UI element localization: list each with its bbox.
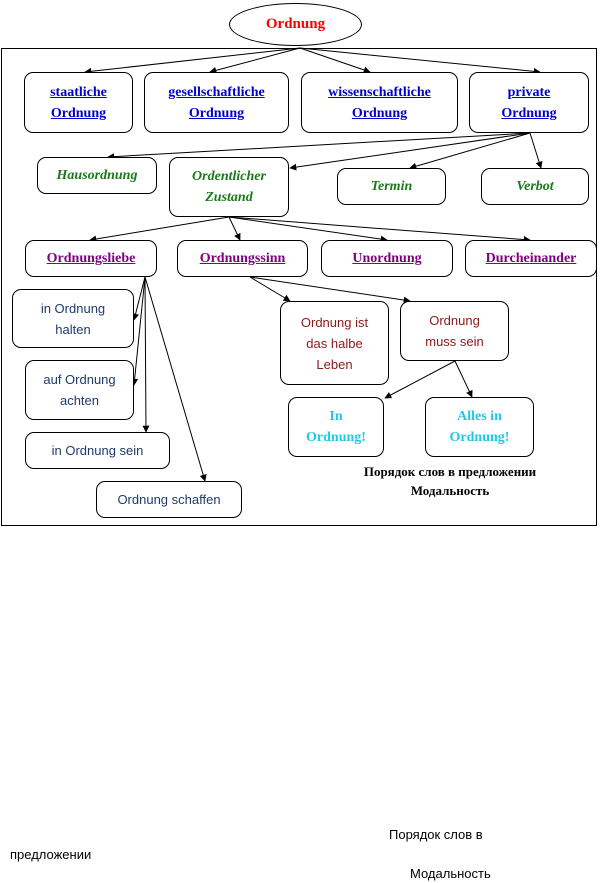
node-verbot: Verbot	[481, 168, 589, 205]
node-label: Ordnung schaffen	[117, 492, 221, 507]
node-label-line2: Ordnung	[50, 105, 107, 121]
node-label: Ordnungssinn	[199, 251, 286, 266]
arrow-zustand-unordnung	[228, 216, 388, 243]
footer-line1b: предложении	[10, 847, 92, 862]
node-label-line2: Zustand	[205, 190, 253, 205]
footer-line1a: Порядок слов в	[389, 827, 483, 842]
node-label-line1: in Ordnung	[40, 300, 106, 316]
node-termin: Termin	[337, 168, 446, 205]
node-label: Termin	[370, 179, 413, 194]
arrow-sinn-muss-sein	[249, 276, 411, 304]
node-label-line1: Ordnung	[429, 313, 480, 328]
node-label: Unordnung	[352, 251, 422, 266]
node-label-line1: staatliche	[50, 84, 107, 100]
arrow-root-private	[299, 47, 541, 75]
arrow-root-wissenschaftliche	[299, 47, 371, 74]
node-label: Verbot	[516, 179, 554, 194]
arrow-zustand-ordnungsliebe	[89, 216, 230, 243]
arrow-zustand-durcheinander	[228, 216, 531, 244]
node-auf-ordnung-achten: auf Ordnung achten	[25, 360, 134, 420]
arrow-private-hausordnung	[107, 132, 531, 161]
node-label-line2: Ordnung!	[306, 430, 366, 445]
arrow-root-gesellschaftliche	[209, 47, 301, 74]
node-label-line2: das halbe	[306, 335, 363, 351]
node-label-line1: gesellschaftliche	[168, 84, 265, 100]
node-label-line2: Ordnung	[188, 105, 245, 121]
node-label: Ordnungsliebe	[46, 251, 136, 266]
arrow-private-verbot	[529, 132, 543, 169]
arrow-sinn-halbe-leben	[249, 276, 291, 302]
arrow-liebe-halten	[132, 276, 146, 321]
node-unordnung[interactable]: Unordnung	[321, 240, 453, 277]
arrow-root-staatliche	[84, 47, 301, 75]
node-label-line2: Ordnung	[501, 105, 557, 121]
arrow-liebe-sein	[142, 276, 150, 433]
arrow-liebe-schaffen	[144, 276, 207, 482]
root-node-ordnung: Ordnung	[229, 3, 362, 46]
node-ordnungsliebe[interactable]: Ordnungsliebe	[25, 240, 157, 277]
footer-line2: Модальность	[410, 866, 491, 881]
node-hausordnung: Hausordnung	[37, 157, 157, 194]
node-ordnungssinn[interactable]: Ordnungssinn	[177, 240, 308, 277]
node-label-line1: wissenschaftliche	[328, 84, 431, 100]
caption-line2: Модальность	[410, 483, 490, 498]
node-label-line1: In	[329, 409, 343, 424]
node-ordnung-schaffen: Ordnung schaffen	[96, 481, 242, 518]
node-ordnung-muss-sein: Ordnung muss sein	[400, 301, 509, 361]
node-label-line1: Ordentlicher	[192, 169, 266, 184]
node-label-line3: Leben	[316, 356, 353, 372]
node-label-line2: Ordnung!	[449, 430, 510, 445]
arrow-private-zustand	[289, 132, 531, 171]
root-label: Ordnung	[265, 16, 326, 32]
node-label: Durcheinander	[485, 251, 577, 266]
node-label-line2: halten	[55, 321, 91, 337]
arrow-muss-in-ordnung	[384, 360, 456, 399]
node-label-line1: Ordnung ist	[300, 314, 369, 330]
node-label-line2: muss sein	[425, 334, 484, 349]
arrow-liebe-achten	[131, 276, 146, 386]
node-label-line2: Ordnung	[351, 105, 408, 121]
node-label-line2: achten	[59, 393, 100, 408]
node-durcheinander[interactable]: Durcheinander	[465, 240, 597, 277]
arrow-private-termin	[409, 132, 531, 170]
node-alles-in-ordnung-exclaim: Alles in Ordnung!	[425, 397, 534, 457]
node-in-ordnung-halten: in Ordnung halten	[12, 289, 134, 348]
node-label-line1: private	[507, 84, 551, 100]
diagram-caption: Порядок слов в предложении Модальность	[320, 462, 580, 500]
node-in-ordnung-sein: in Ordnung sein	[25, 432, 170, 469]
arrow-zustand-ordnungssinn	[228, 216, 241, 241]
node-label: in Ordnung sein	[51, 443, 144, 458]
node-label: Hausordnung	[56, 168, 138, 183]
caption-line1: Порядок слов в предложении	[363, 464, 537, 479]
arrow-muss-alles-in-ordnung	[454, 360, 473, 398]
node-label-line1: Alles in	[457, 409, 502, 424]
node-label-line1: auf Ordnung	[43, 372, 116, 387]
